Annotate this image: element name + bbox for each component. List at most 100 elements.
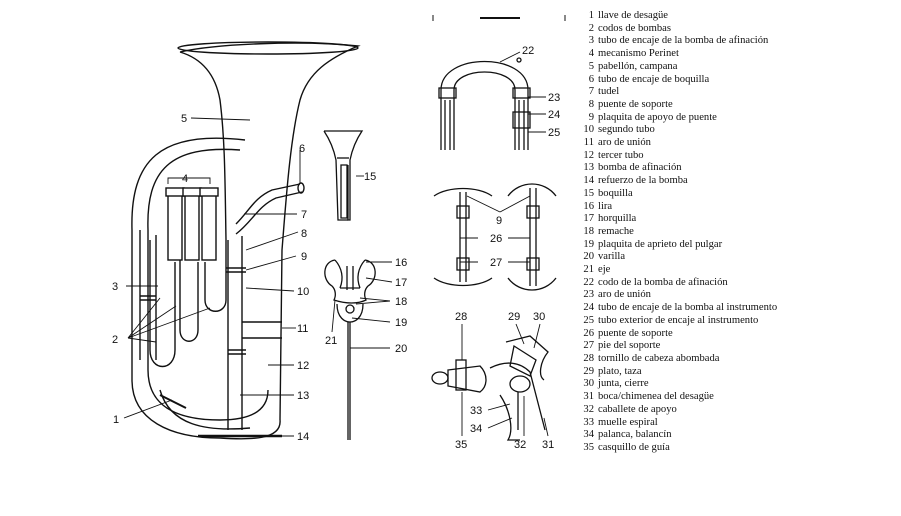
label-9-bridge: 9 — [496, 215, 502, 227]
legend-item: 32 caballete de apoyo — [583, 404, 895, 417]
support-bridge-drawing — [433, 183, 557, 291]
label-15: 15 — [364, 171, 376, 183]
legend-text: pabellón, campana — [598, 60, 678, 72]
euphonium-drawing — [131, 41, 361, 440]
legend-text: casquillo de guía — [598, 441, 670, 453]
legend-text: horquilla — [598, 213, 637, 225]
legend-text: plaquita de apoyo de puente — [598, 111, 717, 123]
legend-number: 1 — [588, 10, 594, 21]
mouthpiece-drawing — [323, 130, 364, 221]
label-17: 17 — [395, 277, 407, 289]
legend-item: 13 bomba de afinación — [583, 162, 895, 175]
tuning-slide-drawing — [438, 57, 531, 150]
legend-number: 17 — [583, 213, 594, 225]
legend-text: aro de unión — [598, 137, 651, 149]
legend-number: 21 — [583, 264, 594, 276]
label-5: 5 — [181, 113, 187, 125]
legend-text: llave de desagüe — [598, 10, 669, 21]
label-30: 30 — [533, 311, 545, 323]
label-14: 14 — [297, 431, 309, 443]
legend-number: 31 — [583, 391, 594, 403]
legend-number: 15 — [583, 187, 594, 199]
label-12: 12 — [297, 360, 309, 372]
legend-text: tudel — [598, 86, 620, 98]
legend-text: tubo exterior de encaje al instrumento — [598, 314, 759, 326]
legend-item: 7 tudel — [583, 86, 895, 99]
legend-number: 2 — [588, 22, 594, 34]
legend-text: segundo tubo — [598, 124, 655, 136]
legend-text: palanca, balancín — [598, 429, 672, 441]
legend-text: refuerzo de la bomba — [598, 175, 688, 187]
legend-item: 17 horquilla — [583, 213, 895, 226]
legend-number: 11 — [583, 137, 594, 149]
legend-number: 8 — [588, 98, 594, 110]
legend-item: 11 aro de unión — [583, 137, 895, 150]
lyre-drawing — [324, 259, 376, 440]
leader-lines-lyre — [331, 261, 393, 349]
legend-number: 23 — [583, 289, 594, 301]
legend-number: 27 — [583, 340, 594, 352]
label-4: 4 — [182, 173, 188, 185]
legend-text: tubo de encaje de la bomba de afinación — [598, 35, 769, 47]
label-3: 3 — [112, 281, 118, 293]
label-9: 9 — [301, 251, 307, 263]
legend-number: 16 — [583, 200, 594, 212]
legend-text: caballete de apoyo — [598, 403, 677, 415]
legend-number: 13 — [583, 162, 594, 174]
legend-number: 20 — [583, 251, 594, 263]
legend-text: codos de bombas — [598, 22, 671, 34]
legend-text: boquilla — [598, 187, 633, 199]
legend-text: tubo de encaje de la bomba al instrument… — [598, 302, 778, 314]
legend-number: 29 — [583, 365, 594, 377]
legend-item: 12 tercer tubo — [583, 150, 895, 163]
legend-text: codo de la bomba de afinación — [598, 276, 728, 288]
legend-number: 26 — [583, 327, 594, 339]
legend-text: tercer tubo — [598, 149, 644, 161]
legend-item: 24 tubo de encaje de la bomba al instrume… — [583, 302, 895, 315]
label-7: 7 — [301, 209, 307, 221]
label-31: 31 — [542, 439, 554, 451]
legend-number: 25 — [583, 314, 594, 326]
label-34: 34 — [470, 423, 482, 435]
top-marks — [432, 15, 566, 21]
label-2: 2 — [112, 334, 118, 346]
legend-text: pie del soporte — [598, 340, 661, 352]
legend-text: boca/chimenea del desagüe — [598, 391, 714, 403]
legend-number: 9 — [588, 111, 594, 123]
legend-number: 18 — [583, 225, 594, 237]
legend-number: 24 — [583, 302, 594, 314]
water-key-drawing — [431, 335, 549, 441]
label-16: 16 — [395, 257, 407, 269]
legend-number: 6 — [588, 73, 594, 85]
label-28: 28 — [455, 311, 467, 323]
legend-number: 10 — [583, 124, 594, 136]
label-6: 6 — [299, 143, 305, 155]
label-22: 22 — [522, 45, 534, 57]
legend-number: 30 — [583, 378, 594, 390]
label-29: 29 — [508, 311, 520, 323]
legend-number: 7 — [588, 86, 594, 98]
legend-text: mecanismo Perinet — [598, 48, 679, 60]
label-27: 27 — [490, 257, 502, 269]
legend-text: bomba de afinación — [598, 162, 682, 174]
label-1: 1 — [113, 414, 119, 426]
label-11: 11 — [297, 323, 308, 335]
label-24: 24 — [548, 109, 560, 121]
label-35: 35 — [455, 439, 467, 451]
label-26: 26 — [490, 233, 502, 245]
legend-number: 12 — [583, 149, 594, 161]
label-19: 19 — [395, 317, 407, 329]
legend-number: 32 — [583, 403, 594, 415]
